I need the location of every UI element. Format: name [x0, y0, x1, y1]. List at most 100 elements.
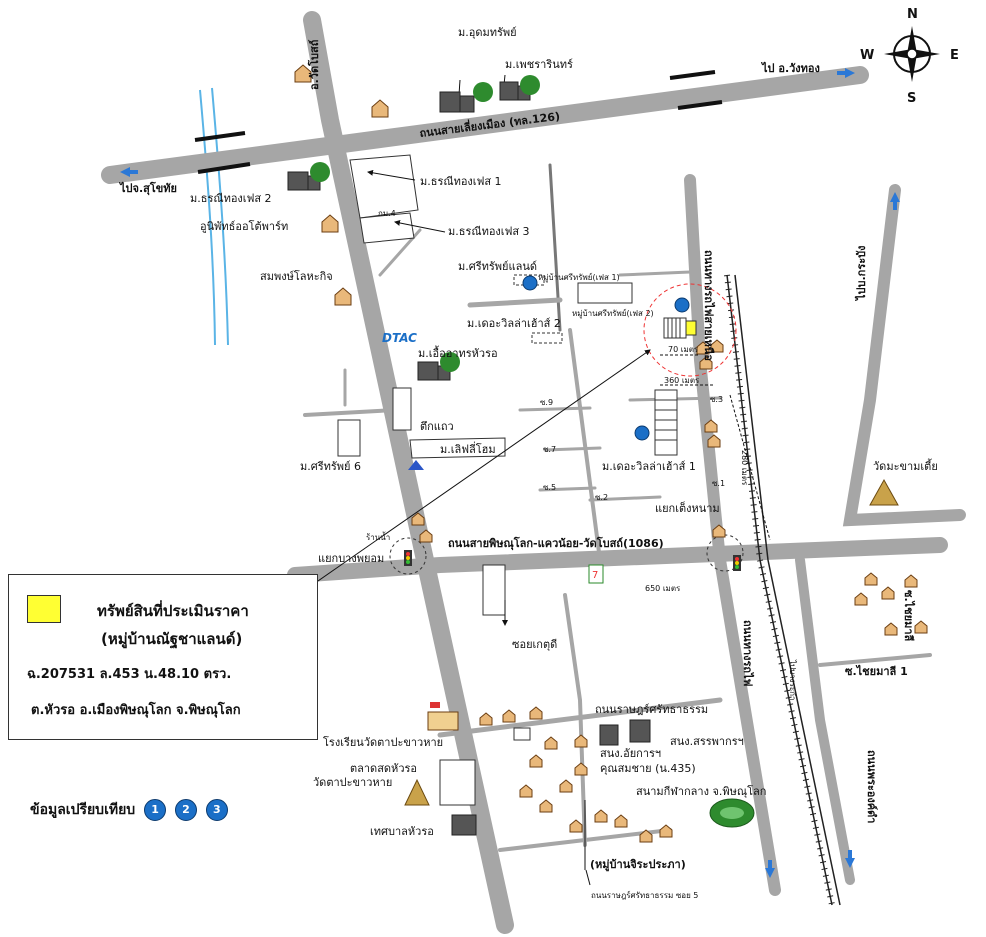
- label-snong-revenue: สนง.สรรพากรฯ: [670, 735, 744, 748]
- label-thanee3: ม.ธรณีทองเฟส 3: [448, 225, 530, 238]
- house-icon: [904, 574, 918, 588]
- comparison-marker-3: [634, 425, 650, 441]
- legend-location: ต.หัวรอ อ.เมืองพิษณุโลก จ.พิษณุโลก: [31, 703, 241, 718]
- label-somphong: สมพงษ์โลหะกิจ: [260, 269, 333, 283]
- subject-property[interactable]: [685, 320, 697, 336]
- building-icon: [599, 719, 651, 746]
- label-soi9: ซ.9: [540, 398, 553, 407]
- house-icon: [321, 214, 339, 233]
- label-soi-ket: ซอยเกตุดี: [512, 638, 557, 651]
- label-ua-arthorn: ม.เอื้ออาทรหัวรอ: [418, 345, 498, 360]
- subject-highlight-circle: [643, 283, 737, 377]
- comparison-marker-2: [674, 297, 690, 313]
- river: [199, 87, 229, 346]
- label-d70: 70 เมตร: [668, 345, 699, 354]
- label-soi7: ซ.7: [543, 445, 556, 454]
- parcels: [337, 154, 633, 806]
- comparison-markers[interactable]: [522, 275, 690, 441]
- label-market: ตลาดสดหัวรอ: [350, 762, 417, 775]
- label-watbot: อ.วัดโบสถ์: [307, 39, 321, 90]
- label-soi5: ถนนราษฎร์ศรัทธาธรรม ซอย 5: [591, 890, 698, 900]
- house-icon: [854, 592, 868, 606]
- house-icon: [539, 799, 553, 813]
- ptt-icon: [408, 460, 424, 470]
- comparison-label: ข้อมูลเปรียบเทียบ: [30, 802, 136, 818]
- label-to-sukhothai: ไปจ.สุโขทัย: [118, 181, 177, 196]
- house-icon: [479, 712, 493, 726]
- distance-markers: [660, 354, 771, 541]
- roads: [101, 11, 966, 934]
- dtac-logo: DTAC: [382, 331, 417, 345]
- house-icon: [710, 339, 724, 353]
- parcel-market: [439, 759, 476, 806]
- label-to-bangrakam: ไปบางระกำ: [788, 659, 797, 701]
- road-krabang: [842, 184, 966, 527]
- compass-s: S: [907, 91, 916, 106]
- label-stadium: สนามกีฬากลาง จ.พิษณุโลก: [636, 784, 766, 798]
- parcel-thanee1: [349, 154, 419, 219]
- label-chira: (หมู่บ้านจิระประภา): [590, 858, 686, 872]
- house-icon: [559, 779, 573, 793]
- house-icon: [884, 622, 898, 636]
- legend-box: ทรัพย์สินที่ประเมินราคา (หมู่บ้านณัฐชาแล…: [8, 574, 318, 740]
- tree-icons: [310, 75, 540, 372]
- subject-swatch: [27, 595, 61, 623]
- label-srisap6: ม.ศรีทรัพย์ 6: [300, 460, 361, 473]
- villa-blocks: [654, 389, 678, 456]
- label-d360: 360 เมตร: [664, 376, 700, 385]
- house-icons: [294, 64, 928, 843]
- subject-parcel-stripes: [663, 317, 687, 339]
- road-1086: [287, 537, 948, 583]
- label-d650: 650 เมตร: [645, 584, 681, 593]
- arrow-east-icon: [837, 68, 855, 78]
- parcel-lafe: [409, 437, 506, 459]
- tree-icon: [310, 162, 330, 182]
- parcel-soi-ket: [482, 564, 506, 616]
- house-icon: [544, 736, 558, 750]
- seven-eleven-icon: 7: [588, 564, 604, 584]
- direction-arrows: [120, 68, 900, 878]
- compass-rose: N S E W: [860, 7, 959, 106]
- house-icon: [914, 620, 928, 634]
- comparison-dot-2[interactable]: 2: [174, 799, 197, 821]
- house-icon: [529, 706, 543, 720]
- comparison-dot-1[interactable]: 1: [144, 799, 167, 821]
- house-icon: [614, 814, 628, 828]
- comparison-marker-1: [522, 275, 538, 291]
- label-municipal: เทศบาลหัวรอ: [370, 825, 434, 838]
- label-soi2: ซ.2: [595, 493, 608, 502]
- parcel-thanee3: [359, 212, 415, 244]
- temple-icon: [869, 478, 899, 506]
- stadium-icon: [709, 798, 755, 828]
- traffic-light-icon: [404, 550, 412, 566]
- house-icon: [419, 529, 433, 543]
- label-bypass: ถนนสายเลี่ยงเมือง (ทล.126): [419, 108, 561, 140]
- arrow-west-icon: [120, 167, 138, 177]
- label-1086: ถนนสายพิษณุโลก-แควน้อย-วัดโบสถ์(1086): [448, 536, 664, 551]
- label-soi1: ซ.1: [712, 479, 725, 488]
- label-thanee2: ม.ธรณีทองเฟส 2: [190, 192, 272, 205]
- arrow-north-icon: [890, 192, 900, 210]
- label-srisap-land: ม.ศรีทรัพย์แลนด์: [458, 260, 537, 273]
- bridge-west: [194, 131, 251, 174]
- house-icon: [371, 99, 389, 118]
- tree-icon: [440, 352, 460, 372]
- tree-icon: [473, 82, 493, 102]
- house-icon: [696, 341, 710, 355]
- railway: [724, 274, 841, 906]
- comparison-dot-3[interactable]: 3: [205, 799, 228, 821]
- label-khunsomchai: คุณสมชาย (น.435): [600, 762, 696, 775]
- house-icon: [707, 434, 721, 448]
- house-icon: [699, 356, 713, 370]
- house-icon: [639, 829, 653, 843]
- house-icon: [294, 64, 312, 83]
- label-rannam: ร้านน้ำ: [366, 531, 390, 542]
- house-icon: [659, 824, 673, 838]
- bridge-east: [669, 70, 723, 110]
- label-soi-chaiyaphat: ซ.ไชยมาลี 1: [845, 664, 908, 678]
- legend-project: (หมู่บ้านณัฐชาแลนด์): [101, 630, 243, 648]
- house-icon: [529, 754, 543, 768]
- house-icon: [704, 419, 718, 433]
- house-icon: [334, 287, 352, 306]
